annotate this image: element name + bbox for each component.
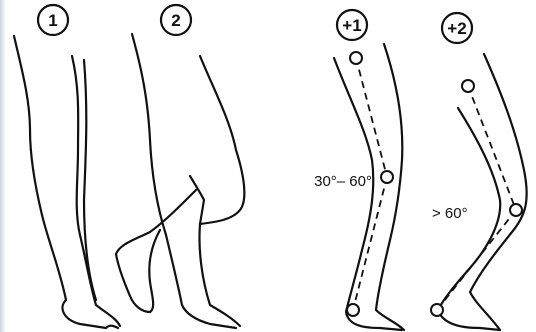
panel-plus1-angle-label: 30°– 60° xyxy=(314,173,372,190)
panel-plus2-hip-joint xyxy=(462,80,474,92)
panel-plus1-shin-axis xyxy=(353,177,387,310)
panel-plus2-thigh-axis xyxy=(468,86,516,210)
panel-1-label: 1 xyxy=(48,11,57,30)
panel-2-leg-back xyxy=(116,190,196,312)
panel-plus2-angle-label: > 60° xyxy=(432,205,468,222)
panel-plus2-knee-joint xyxy=(510,204,522,216)
panel-plus2: +2 > 60° xyxy=(431,13,527,330)
panel-plus1-ankle-joint xyxy=(347,304,359,316)
panel-plus1-knee-joint xyxy=(381,171,393,183)
panel-plus2-leg xyxy=(438,54,527,330)
panel-plus2-ankle-joint xyxy=(431,304,443,316)
panel-plus1: +1 30°– 60° xyxy=(314,10,404,330)
panel-plus2-label: +2 xyxy=(447,19,466,38)
panel-2-label: 2 xyxy=(171,11,180,30)
panel-plus2-shin-axis xyxy=(437,210,516,310)
panel-1: 1 xyxy=(14,5,120,328)
panel-plus1-hip-joint xyxy=(350,52,362,64)
panel-2: 2 xyxy=(116,5,244,328)
panel-1-leg xyxy=(14,36,120,328)
panel-plus1-label: +1 xyxy=(342,16,361,35)
panel-2-leg-front xyxy=(132,34,244,328)
